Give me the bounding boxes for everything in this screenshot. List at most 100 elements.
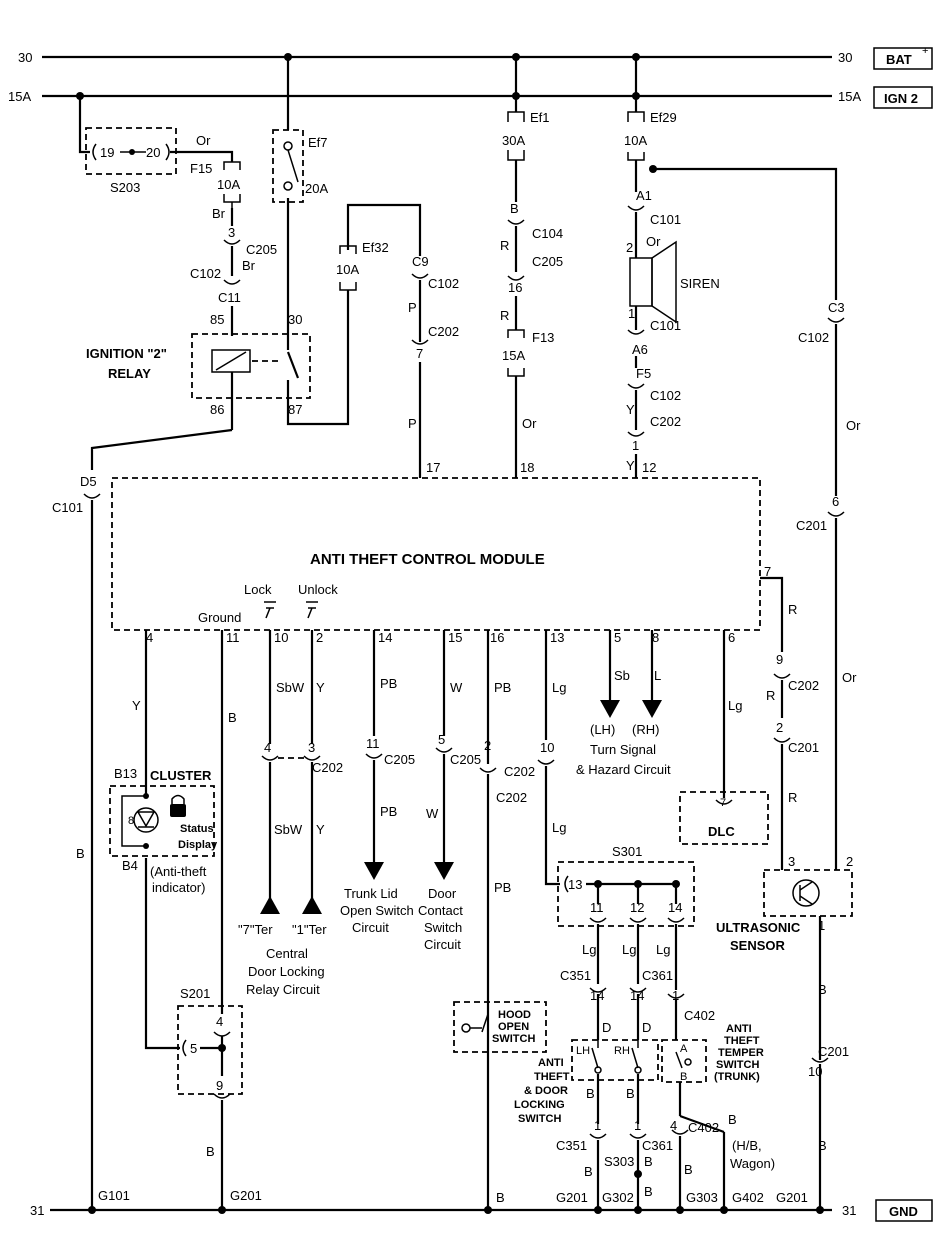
door-locking-switch: LH RH ANTI THEFT & DOOR LOCKING SWITCH B… <box>514 1039 673 1210</box>
svg-text:Switch: Switch <box>424 920 462 935</box>
svg-text:C201: C201 <box>788 740 819 755</box>
svg-text:G201: G201 <box>776 1190 808 1205</box>
svg-text:2: 2 <box>484 738 491 753</box>
svg-text:16: 16 <box>490 630 504 645</box>
svg-text:C11: C11 <box>218 290 241 305</box>
svg-text:Y: Y <box>316 822 325 837</box>
svg-text:P: P <box>408 300 417 315</box>
fuse-ef7: Ef7 20A <box>272 57 328 203</box>
svg-text:13: 13 <box>550 630 564 645</box>
splice-s201: S201 4 5 9 B G201 <box>177 986 262 1210</box>
svg-text:12: 12 <box>642 460 656 475</box>
svg-text:Lock: Lock <box>244 582 272 597</box>
svg-text:31: 31 <box>842 1203 856 1218</box>
svg-text:15: 15 <box>448 630 462 645</box>
svg-text:IGN 2: IGN 2 <box>884 91 918 106</box>
svg-text:4: 4 <box>264 740 271 755</box>
svg-text:SIREN: SIREN <box>680 276 720 291</box>
svg-text:"7"Ter: "7"Ter <box>238 922 273 937</box>
svg-text:4: 4 <box>146 630 153 645</box>
svg-text:C202: C202 <box>496 790 527 805</box>
svg-text:G201: G201 <box>230 1188 262 1203</box>
cluster: CLUSTER 8 Status Display B4 (Anti-theft … <box>109 768 218 1050</box>
svg-text:(RH): (RH) <box>632 722 659 737</box>
svg-text:(LH): (LH) <box>590 722 615 737</box>
svg-text:5: 5 <box>438 732 445 747</box>
svg-text:F15: F15 <box>190 161 212 176</box>
bat-rail: 30 30 BAT + <box>18 45 933 70</box>
svg-text:Display: Display <box>178 839 218 851</box>
svg-text:Ground: Ground <box>198 610 241 625</box>
svg-text:8: 8 <box>128 815 134 827</box>
svg-text:PB: PB <box>380 804 397 819</box>
svg-text:C402: C402 <box>688 1120 719 1135</box>
svg-text:C102: C102 <box>798 330 829 345</box>
svg-text:D: D <box>602 1020 611 1035</box>
svg-text:A1: A1 <box>636 188 652 203</box>
svg-text:C205: C205 <box>384 752 415 767</box>
svg-text:THEFT: THEFT <box>724 1035 760 1047</box>
svg-text:Circuit: Circuit <box>424 937 461 952</box>
svg-text:C102: C102 <box>428 276 459 291</box>
svg-text:9: 9 <box>216 1078 223 1093</box>
svg-text:C101: C101 <box>650 318 681 333</box>
svg-text:18: 18 <box>520 460 534 475</box>
svg-text:Door Locking: Door Locking <box>248 964 325 979</box>
svg-text:+: + <box>922 45 928 57</box>
svg-text:& Hazard Circuit: & Hazard Circuit <box>576 762 671 777</box>
fuse-f15: F15 10A Br 3 C205 Br C102 C11 <box>190 158 277 336</box>
svg-text:11: 11 <box>226 630 240 645</box>
svg-text:PB: PB <box>380 676 397 691</box>
svg-text:B: B <box>680 1071 687 1083</box>
svg-text:C361: C361 <box>642 968 673 983</box>
svg-text:31: 31 <box>30 1203 44 1218</box>
svg-text:2: 2 <box>776 720 783 735</box>
svg-text:TEMPER: TEMPER <box>718 1047 764 1059</box>
svg-text:8: 8 <box>652 630 659 645</box>
svg-text:Y: Y <box>132 698 141 713</box>
svg-text:6: 6 <box>832 494 839 509</box>
svg-text:30: 30 <box>18 50 32 65</box>
svg-text:Or: Or <box>522 416 537 431</box>
svg-text:C102: C102 <box>190 266 221 281</box>
svg-text:Wagon): Wagon) <box>730 1156 775 1171</box>
svg-text:LOCKING: LOCKING <box>514 1099 565 1111</box>
svg-text:Sb: Sb <box>614 668 630 683</box>
svg-text:16: 16 <box>508 280 522 295</box>
svg-text:B: B <box>586 1086 595 1101</box>
svg-text:B: B <box>496 1190 505 1205</box>
svg-text:30: 30 <box>288 312 302 327</box>
svg-text:(Anti-theft: (Anti-theft <box>150 864 207 879</box>
svg-text:B: B <box>644 1184 653 1199</box>
svg-text:LH: LH <box>576 1045 590 1057</box>
svg-text:Ef1: Ef1 <box>530 110 550 125</box>
svg-text:C205: C205 <box>532 254 563 269</box>
svg-text:10: 10 <box>540 740 554 755</box>
svg-text:C101: C101 <box>52 500 83 515</box>
svg-text:15A: 15A <box>838 89 861 104</box>
splice-s301: S301 13 11 12 14 <box>557 844 695 927</box>
svg-text:Lg: Lg <box>656 942 670 957</box>
svg-text:C104: C104 <box>532 226 563 241</box>
tamper-switch: A B ANTI THEFT TEMPER SWITCH (TRUNK) B (… <box>661 1023 775 1210</box>
svg-text:15A: 15A <box>8 89 31 104</box>
svg-text:PB: PB <box>494 880 511 895</box>
svg-text:A: A <box>680 1043 688 1055</box>
fuse-ef32: Ef32 10A C9 C102 P C202 7 P 17 <box>336 203 459 478</box>
svg-text:86: 86 <box>210 402 224 417</box>
svg-text:Lg: Lg <box>552 820 566 835</box>
gnd-rail: 31 31 GND <box>30 1199 933 1222</box>
svg-text:10A: 10A <box>336 262 359 277</box>
svg-text:C202: C202 <box>788 678 819 693</box>
svg-text:20: 20 <box>146 145 160 160</box>
svg-text:1: 1 <box>672 988 679 1003</box>
svg-text:5: 5 <box>190 1041 197 1056</box>
svg-text:4: 4 <box>216 1014 223 1029</box>
svg-text:R: R <box>500 238 509 253</box>
svg-text:R: R <box>788 790 797 805</box>
svg-text:F13: F13 <box>532 330 554 345</box>
svg-text:& DOOR: & DOOR <box>524 1085 568 1097</box>
svg-text:7: 7 <box>416 346 423 361</box>
svg-text:B: B <box>728 1112 737 1127</box>
